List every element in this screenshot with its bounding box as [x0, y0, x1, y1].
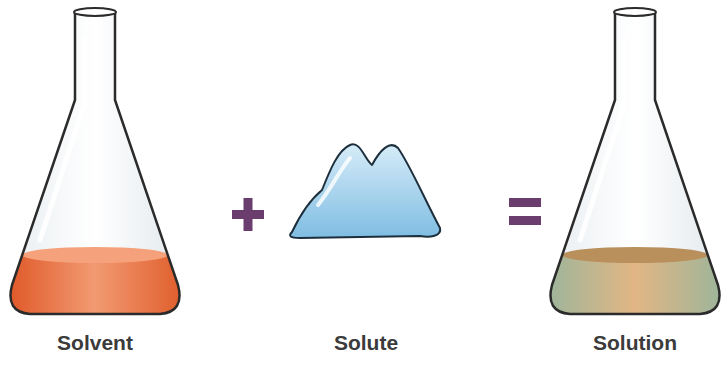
solution-flask	[550, 8, 719, 314]
equals-sign	[509, 198, 541, 225]
item-label: Solute	[334, 330, 398, 355]
item-label: Solution	[593, 330, 677, 355]
item-label: Solvent	[57, 330, 133, 355]
solute-pile	[290, 144, 440, 238]
solvent-flask	[10, 8, 179, 314]
plus-sign	[232, 198, 264, 231]
